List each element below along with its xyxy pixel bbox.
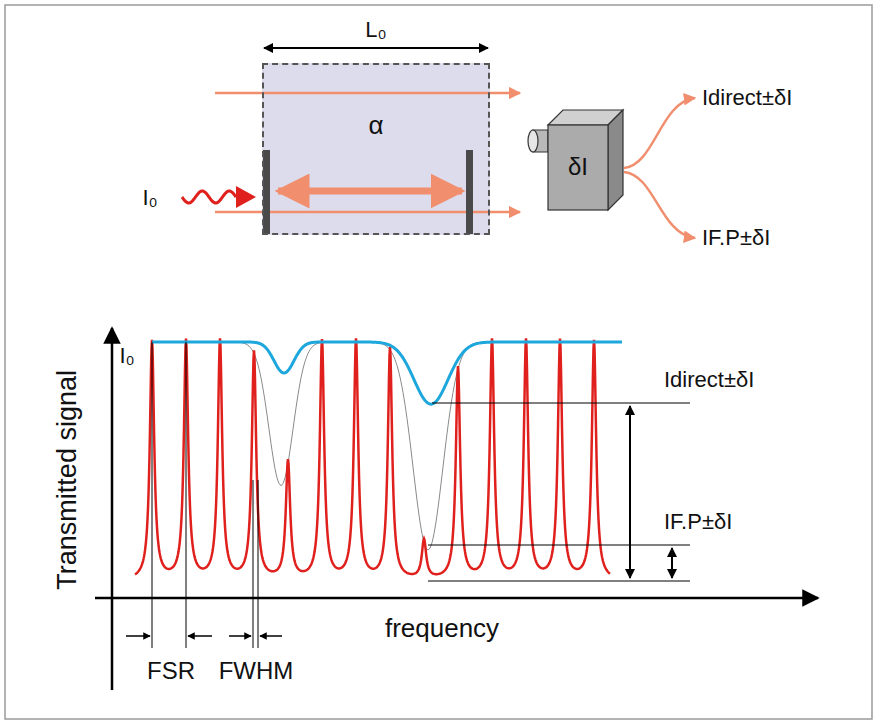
y-axis: [111, 328, 114, 690]
detector-lens: [528, 130, 538, 152]
output-signal: [624, 98, 695, 168]
fwhm-label: FWHM: [219, 658, 294, 684]
node-label: α: [368, 111, 383, 140]
fwhm-arrow: [229, 635, 251, 637]
fsr-label: FSR: [147, 658, 195, 684]
axis-title: frequency: [385, 614, 499, 643]
input-intensity: I₀: [142, 186, 157, 210]
fsr-arrow: [188, 635, 212, 637]
axis-title: Transmitted signal: [53, 370, 83, 590]
cavity-beam: [215, 211, 520, 214]
direct-beam: [215, 92, 520, 95]
absorber-cell: α: [262, 63, 490, 235]
direct-transmission: [152, 342, 622, 404]
mirror: [466, 150, 473, 234]
frame: [5, 5, 872, 719]
level-label: Idirect±δI: [664, 368, 754, 392]
x-axis: [95, 597, 818, 600]
cavity-modes: [135, 338, 610, 574]
intracavity-light: [278, 188, 462, 195]
mirror: [263, 150, 270, 234]
fsr-arrow: [126, 635, 150, 637]
fsr-tick: [186, 342, 187, 648]
output-signal: [624, 172, 695, 238]
fwhm-tick: [253, 480, 254, 648]
level-label: I₀: [119, 344, 134, 368]
level-line: [428, 545, 690, 546]
level-line: [428, 581, 690, 582]
signal-label: IF.P±δI: [702, 226, 770, 250]
length-label: L₀: [365, 18, 386, 42]
node-label: δI: [568, 154, 588, 180]
fwhm-arrow: [260, 635, 282, 637]
level-label: IF.P±δI: [664, 510, 732, 534]
depth-arrow: [629, 406, 631, 578]
detector-front: [548, 125, 608, 210]
depth-arrow: [671, 548, 673, 578]
fsr-tick: [152, 342, 153, 648]
detector-box: δI: [548, 125, 608, 210]
detector-side: [608, 110, 623, 210]
level-line: [432, 403, 690, 404]
input-arrowhead: [236, 186, 256, 208]
signal-label: Idirect±δI: [702, 86, 792, 110]
input-light: [182, 191, 236, 203]
fwhm-tick: [258, 480, 259, 648]
length-arrow: [264, 47, 488, 49]
absorber-volume: [262, 63, 490, 235]
